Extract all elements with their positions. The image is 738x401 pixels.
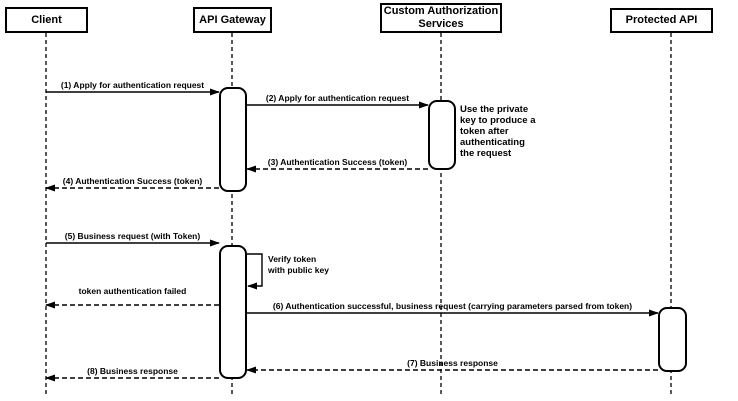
self-message-arrow	[247, 253, 263, 290]
participant-client: Client	[5, 7, 88, 33]
activation-protected-api-3	[658, 307, 687, 372]
participant-protected-api: Protected API	[610, 8, 713, 33]
activation-api-gateway-0	[219, 87, 247, 192]
participant-api-gateway: API Gateway	[193, 7, 272, 33]
activation-custom-auth-1	[428, 100, 456, 170]
participant-custom-auth: Custom Authorization Services	[380, 3, 502, 33]
activation-api-gateway-2	[219, 245, 247, 379]
